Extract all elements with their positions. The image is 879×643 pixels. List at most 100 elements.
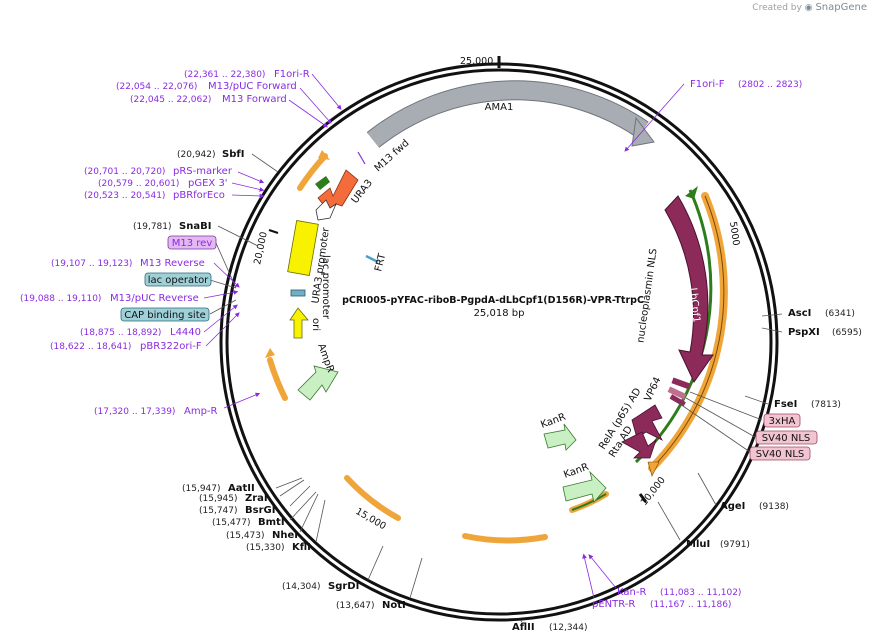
m13-rev-label: M13 rev [172,238,213,249]
sv40-nls-2-box[interactable] [749,446,811,461]
ha3-box[interactable] [763,413,801,428]
site-agei-pos: (9138) [759,502,789,512]
primer-m13-fwd-leader [288,99,328,128]
bmti-leader [289,491,317,521]
ama1-arrowhead [631,116,655,147]
site-bmti-name: BmtI [258,517,285,528]
frt-label: FRT [373,252,388,273]
primer-m13-fwd-pos: (22,045 .. 22,062) [130,95,211,105]
lbcpf1-label: LbCpf1 [687,287,702,323]
mlui-leader [657,501,681,541]
orf-arc-left[interactable] [267,357,288,401]
pspxi-leader [761,327,783,333]
site-pspxi-name: PspXI [788,327,820,338]
site-ascI-name: AscI [788,308,811,319]
primer-kan-r-name: Kan-R [617,587,646,598]
m13-rev-box[interactable] [167,235,217,250]
primer-m13-reverse-name: M13 Reverse [140,258,205,269]
kfli-leader [315,499,326,543]
plasmid-size: 25,018 bp [474,308,525,319]
ori-feature[interactable] [289,307,309,339]
primer-f1ori-f-pos: (2802 .. 2823) [738,80,802,90]
site-bmti-pos: (15,477) [212,518,251,528]
sv40-nls-1-box[interactable] [755,430,818,445]
sv40-nls-2-leader [679,403,751,453]
primer-prs-marker-pos: (20,701 .. 20,720) [84,167,165,177]
cap-binding-site-label: CAP binding site [124,310,206,321]
kanr-label-1: KanR [539,412,567,431]
primer-f1ori-f-leader [624,83,685,152]
lac-operator-box[interactable] [144,272,212,287]
primer-pentr-r-name: pENTR-R [592,599,635,610]
primer-f1ori-r-leader [311,73,342,110]
ori-label: ori [310,318,321,331]
primer-f1ori-r-name: F1ori-R [274,69,310,80]
snabi-leader [217,225,259,247]
ascI-leader [761,313,783,317]
primer-amp-r-leader [223,392,261,409]
m13-fwd-primer-mark [357,151,366,165]
site-aatii-name: AatII [228,483,255,494]
site-aflii-pos: (12,344) [549,623,588,633]
site-sbfi-name: SbfI [222,149,244,160]
tick-label-10000: 10,000 [639,475,668,508]
site-sbfi-pos: (20,942) [177,150,216,160]
primer-m13puc-fwd-pos: (22,054 .. 22,076) [116,82,197,92]
ampr-feature[interactable] [297,365,339,401]
rta-ad-feature[interactable] [621,431,657,459]
orf-topleft-arrowhead [318,150,330,160]
primer-f1ori-f-name: F1ori-F [690,79,725,90]
backbone-inner-ring [225,68,773,616]
site-nhei-name: NheI [272,530,298,541]
kanr-feature-2[interactable] [562,470,607,503]
orf-arc-bottom-left[interactable] [344,475,401,521]
orf-left-arrowhead [265,348,275,358]
primer-m13puc-reverse-name: M13/pUC Reverse [110,293,199,304]
primer-m13-reverse-leader [213,262,240,288]
two-micron-ori-feature[interactable] [287,220,319,276]
primer-prs-marker-leader [237,171,265,184]
sgrdi-leader [367,545,384,581]
sv40-nls-1-leader [685,397,756,438]
nls-cluster-a[interactable] [671,377,691,390]
site-snabi-name: SnaBI [179,221,211,232]
primer-kan-r-leader [588,554,617,589]
primer-m13puc-fwd-leader [299,87,332,124]
lbcpf1-feature[interactable] [664,195,714,383]
site-ascI-pos: (6341) [825,309,855,319]
orf-right-arrowhead [647,461,660,477]
tick-20000 [268,229,279,234]
primer-amp-r-pos: (17,320 .. 17,339) [94,407,175,417]
site-fsei-pos: (7813) [811,400,841,410]
aflii-leader [519,619,523,623]
site-zrai-pos: (15,945) [199,494,238,504]
frt-feature[interactable] [365,254,379,264]
ha3-leader [689,391,763,421]
primer-pbrforeco-pos: (20,523 .. 20,541) [84,191,165,201]
primer-m13puc-reverse-leader [203,290,239,299]
site-fsei-name: FseI [774,399,797,410]
orf-arc-bottom[interactable] [462,533,548,544]
cap-binding-site-box[interactable] [120,307,210,322]
primer-pgex3-leader [231,182,265,192]
site-mlui-name: MluI [686,539,710,550]
site-sgrdi-name: SgrDI [328,581,359,592]
primer-kan-r-pos: (11,083 .. 11,102) [660,588,741,598]
vp64-label: VP64 [643,375,664,403]
sv40-nls-1-label: SV40 NLS [762,433,811,444]
site-pspxi-pos: (6595) [832,328,862,338]
aatii-leader [275,477,303,489]
kanr-feature-1[interactable] [543,423,577,451]
primer-pbr322ori-f-pos: (18,622 .. 18,641) [50,342,131,352]
nls-cluster-c[interactable] [669,394,686,407]
orf-arc-kan-core [571,493,607,511]
lac-operator-mark[interactable] [290,289,306,297]
ama1-feature[interactable] [367,81,649,148]
primer-f1ori-r-pos: (22,361 .. 22,380) [184,70,265,80]
ura3-promoter-feature[interactable] [315,199,337,221]
site-aflii-name: AflII [512,622,535,633]
primer-m13puc-fwd-name: M13/pUC Forward [208,81,297,92]
site-agei-name: AgeI [720,501,745,512]
nls-cluster-b[interactable] [667,386,687,400]
site-zrai-name: ZraI [245,493,268,504]
